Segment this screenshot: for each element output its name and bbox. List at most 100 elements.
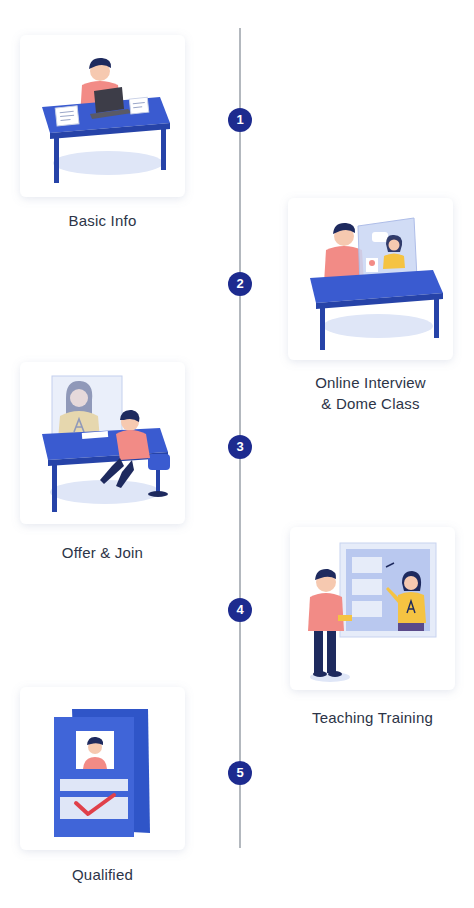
qualified-card-part bbox=[76, 795, 114, 814]
offer-card-part bbox=[116, 460, 134, 488]
basic-info-card-part-part bbox=[60, 115, 74, 116]
offer-card-part bbox=[50, 480, 160, 504]
training-card-part bbox=[386, 563, 394, 567]
qualified-card-part bbox=[83, 757, 107, 769]
offer-card-part bbox=[120, 410, 139, 422]
basic-info-card-part-part bbox=[60, 111, 74, 112]
basic-info-card-part bbox=[89, 58, 111, 69]
step-card: Basic Info bbox=[20, 35, 185, 235]
interview-card-part bbox=[372, 232, 388, 242]
basic-info-card-part bbox=[20, 35, 185, 197]
offer-card-part bbox=[42, 428, 168, 460]
training-card-part bbox=[310, 672, 350, 682]
basic-info-card-part bbox=[94, 87, 124, 113]
training-card-part bbox=[338, 615, 352, 621]
interview-card-part bbox=[434, 296, 439, 338]
basic-info-card-part bbox=[129, 97, 148, 114]
qualified-card-part bbox=[20, 687, 185, 850]
training-card-part bbox=[340, 543, 436, 637]
basic-info-card-part bbox=[54, 135, 59, 183]
step-card: Teaching Training bbox=[290, 527, 455, 732]
timeline-segment bbox=[239, 132, 241, 272]
training-card-part bbox=[404, 576, 418, 590]
training-card-part bbox=[352, 579, 382, 595]
qualified-card bbox=[20, 687, 185, 850]
step-number: 5 bbox=[228, 761, 252, 785]
interview-card-part bbox=[383, 254, 405, 270]
training-card-part bbox=[407, 601, 415, 613]
training-card-part bbox=[398, 592, 426, 623]
basic-info-card-part bbox=[90, 109, 132, 119]
step-label: Basic Info bbox=[20, 210, 185, 231]
step-label: Online Interview & Dome Class bbox=[312, 372, 430, 414]
training-card-part bbox=[398, 623, 424, 631]
step-number: 1 bbox=[228, 108, 252, 132]
offer-card-part bbox=[52, 376, 122, 438]
interview-card-part bbox=[366, 258, 378, 272]
training-card-part bbox=[315, 569, 336, 580]
timeline-line-part bbox=[239, 28, 241, 108]
step-number-text: 1 bbox=[236, 113, 243, 127]
interview-card-part bbox=[386, 235, 402, 252]
interview-card-part bbox=[316, 293, 443, 309]
basic-info-card bbox=[20, 35, 185, 197]
qualified-card-part bbox=[60, 779, 128, 791]
training-card bbox=[290, 527, 455, 690]
basic-info-card-part-part bbox=[133, 106, 142, 108]
step-number: 3 bbox=[228, 435, 252, 459]
step-number-text: 3 bbox=[236, 440, 243, 454]
interview-card-part bbox=[323, 314, 433, 338]
step-number-text: 2 bbox=[236, 277, 243, 291]
training-card-part bbox=[308, 593, 344, 631]
offer-card-part bbox=[156, 470, 160, 492]
training-card-part bbox=[313, 671, 327, 677]
offer-card-part bbox=[148, 491, 168, 497]
timeline-segment bbox=[239, 622, 241, 761]
interview-card-part bbox=[369, 260, 375, 266]
basic-info-card-part bbox=[50, 123, 170, 139]
training-card-part bbox=[290, 527, 455, 690]
offer-card-part bbox=[116, 430, 150, 460]
step-card: Online Interview & Dome Class bbox=[288, 198, 453, 418]
qualified-card-part bbox=[76, 731, 114, 769]
step-card: Offer & Join bbox=[20, 362, 185, 567]
step-number-text: 5 bbox=[236, 766, 243, 780]
timeline-line-part bbox=[239, 785, 241, 848]
basic-info-card-part-part bbox=[61, 120, 71, 121]
step-number: 2 bbox=[228, 272, 252, 296]
basic-info-card-part-part bbox=[129, 97, 148, 114]
interview-card-part bbox=[389, 240, 400, 251]
training-card-part bbox=[352, 557, 382, 573]
step-label: Teaching Training bbox=[290, 707, 455, 728]
interview-card-part bbox=[320, 306, 325, 350]
step-label: Qualified bbox=[20, 864, 185, 885]
basic-info-card-part-part bbox=[133, 102, 145, 103]
timeline-segment bbox=[239, 296, 241, 435]
training-card-part bbox=[352, 601, 382, 617]
step-number: 4 bbox=[228, 598, 252, 622]
training-card-part bbox=[402, 571, 421, 591]
qualified-card-part bbox=[87, 737, 103, 745]
training-card-part bbox=[328, 671, 342, 677]
basic-info-card-part bbox=[53, 151, 163, 175]
qualified-card-part bbox=[54, 717, 134, 837]
offer-card-part bbox=[52, 464, 57, 512]
step-number-text: 4 bbox=[236, 603, 243, 617]
interview-card-part bbox=[333, 223, 355, 234]
basic-info-card-part bbox=[55, 106, 79, 126]
offer-card-part bbox=[82, 431, 108, 439]
training-card-part bbox=[314, 631, 323, 673]
timeline-segment bbox=[239, 459, 241, 598]
training-card-part bbox=[327, 631, 336, 673]
step-card: Qualified bbox=[20, 687, 185, 889]
basic-info-card-part bbox=[161, 125, 166, 170]
interview-card bbox=[288, 198, 453, 360]
offer-card-part bbox=[148, 454, 170, 470]
training-card-part bbox=[386, 587, 400, 603]
step-label: Offer & Join bbox=[20, 542, 185, 563]
basic-info-card-part-part bbox=[55, 106, 79, 126]
training-card-part bbox=[346, 549, 430, 631]
interview-card-part bbox=[288, 198, 453, 360]
offer-card-part bbox=[20, 362, 185, 524]
